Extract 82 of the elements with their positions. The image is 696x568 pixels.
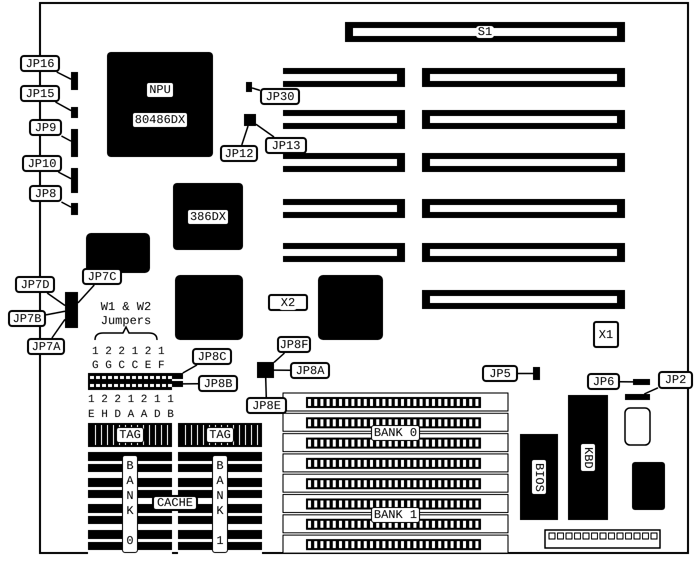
callout-label: JP6 <box>587 373 620 390</box>
leader-line <box>61 135 72 142</box>
jumper-block <box>625 394 650 400</box>
leader-line <box>620 380 634 383</box>
rom-chip <box>520 434 558 520</box>
leader-line <box>77 284 95 304</box>
leader-line <box>58 171 72 180</box>
leader-line <box>61 201 72 208</box>
chip-label: NPU <box>146 82 174 98</box>
leader-line <box>183 383 198 385</box>
leader-line <box>46 292 66 306</box>
bank-label: BANK 1 <box>370 507 420 523</box>
callout-label: JP15 <box>20 85 60 102</box>
callout-label: JP8F <box>277 336 311 353</box>
pin-labels: E H D A A D B <box>88 409 174 421</box>
crystal-label: X2 <box>278 296 298 310</box>
callout-label: JP5 <box>482 365 518 382</box>
jumper-block <box>71 129 78 157</box>
chip-label: BIOS <box>531 458 547 496</box>
bank-label: BANK 0 <box>370 425 420 441</box>
chip-label: BANK 0 <box>122 454 138 552</box>
jumper-block <box>533 367 540 380</box>
expansion-slot <box>345 22 625 42</box>
leader-line <box>644 387 658 395</box>
jumper-block <box>633 379 650 385</box>
cache-chip <box>178 423 262 447</box>
jumper-block <box>65 292 78 328</box>
leader-line <box>241 126 249 146</box>
callout-label: JP7C <box>82 268 122 285</box>
callout-label: JP8E <box>246 397 287 414</box>
callout-label: CACHE <box>152 495 198 511</box>
jumper-block <box>71 168 78 193</box>
jumper-block <box>71 72 78 90</box>
jumper-block <box>246 82 252 92</box>
chip-label: 80486DX <box>132 112 188 128</box>
callout-label: JP8A <box>290 362 330 379</box>
callout-label: JP9 <box>29 119 62 136</box>
callout-label: JP10 <box>22 155 62 172</box>
jumper-block <box>172 373 183 379</box>
leader-line <box>55 101 72 112</box>
processor-chip <box>107 52 213 157</box>
pin-labels: 1 2 2 1 2 1 1 <box>88 394 174 406</box>
callout-label: JP30 <box>260 88 300 105</box>
pin-labels: 1 2 2 1 2 1 <box>92 346 165 358</box>
crystal-oscillator <box>268 294 308 311</box>
leader-line <box>274 369 290 372</box>
callout-label: JP12 <box>220 145 258 162</box>
callout-label: JP8B <box>198 375 238 392</box>
cache-chip <box>88 423 172 447</box>
leader-line <box>252 87 260 92</box>
callout-label: JP16 <box>20 55 60 72</box>
jumper-block <box>172 381 183 387</box>
callout-label: JP8C <box>192 348 232 365</box>
callout-label: JP2 <box>658 371 693 389</box>
chip-label: TAG <box>206 427 234 443</box>
chip-label: KBD <box>580 442 596 472</box>
callout-label: JP8 <box>29 185 62 202</box>
leader-line <box>256 124 274 138</box>
chip-label: BANK 1 <box>212 454 228 552</box>
chip-label: TAG <box>116 427 144 443</box>
leader-line <box>274 352 285 363</box>
jumper-block <box>71 107 78 118</box>
annotation: W1 & W2 Jumpers <box>100 300 152 328</box>
jumper-block <box>257 362 274 378</box>
jumper-block <box>244 114 256 126</box>
rom-chip <box>568 395 608 520</box>
slot-label: S1 <box>476 26 494 38</box>
leader-line <box>56 71 72 80</box>
pin-labels: G G C C E F <box>92 360 165 372</box>
chip-label: 386DX <box>186 208 229 224</box>
callout-label: JP13 <box>265 137 307 154</box>
leader-line <box>182 364 198 374</box>
callout-label: JP7A <box>27 338 65 355</box>
callout-label: JP7D <box>15 276 55 293</box>
processor-chip <box>173 183 243 250</box>
leader-line <box>51 318 66 338</box>
leader-line <box>46 310 66 316</box>
leader-line <box>518 372 533 374</box>
crystal-oscillator <box>593 321 619 348</box>
callout-label: JP7B <box>8 310 46 327</box>
leader-line <box>264 378 267 398</box>
jumper-block <box>71 203 78 215</box>
